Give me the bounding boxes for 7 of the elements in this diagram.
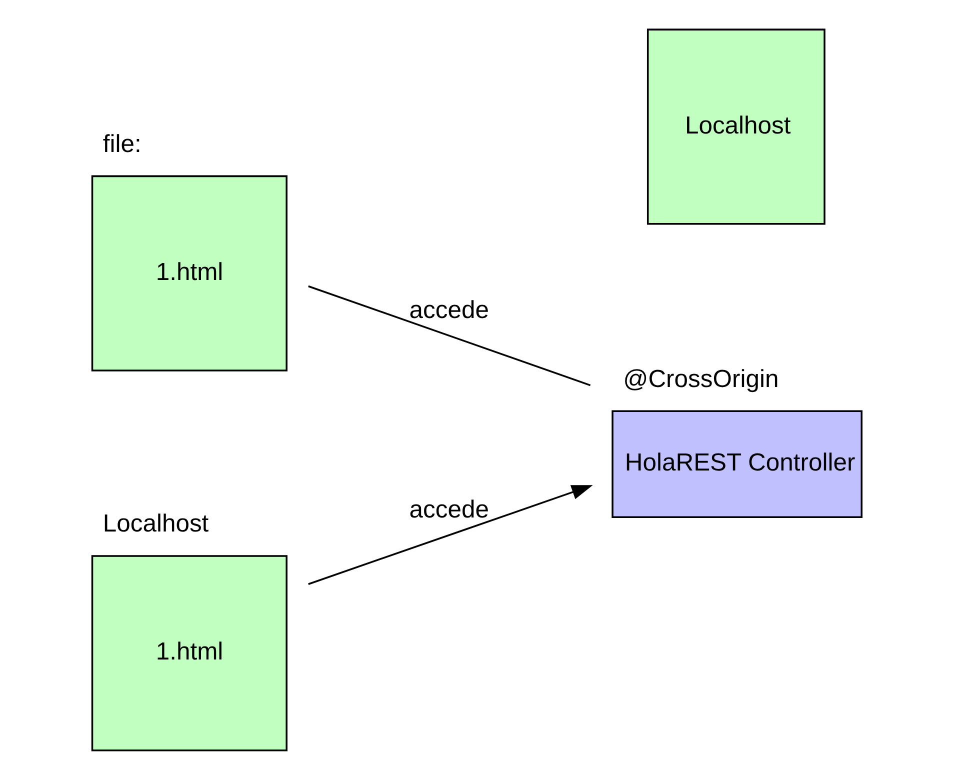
node-label: Localhost	[102, 510, 209, 538]
node-label: file:	[102, 130, 142, 158]
node-label: @CrossOrigin	[623, 366, 779, 393]
edge-label: accede	[409, 496, 489, 524]
arrow	[308, 485, 593, 585]
connector	[308, 285, 591, 386]
edge-label: accede	[409, 296, 489, 324]
